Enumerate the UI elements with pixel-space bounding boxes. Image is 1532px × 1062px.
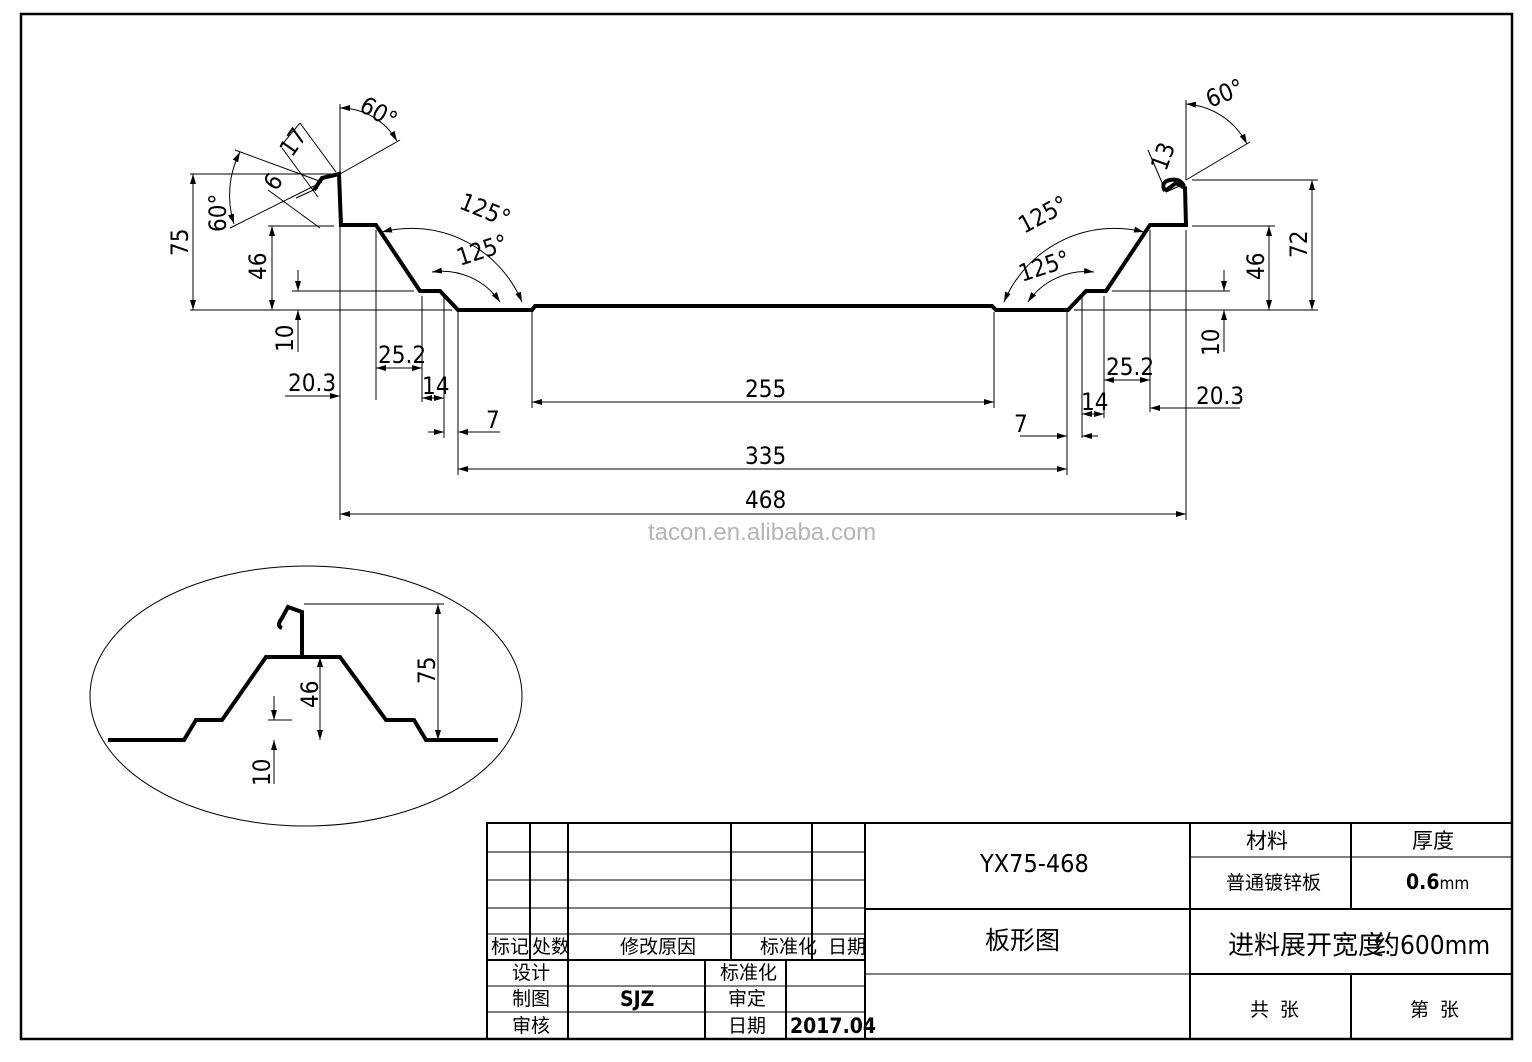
dim-total-width: 468 [745,486,786,514]
angle-side-left: 60° [204,194,232,232]
feed-width-value: 约600mm [1374,931,1490,961]
dim-step-right: 14 [1081,388,1108,416]
design-label: 设计 [512,962,550,984]
dim-left-height: 75 [166,229,194,256]
detail-view: 75 46 10 [89,565,523,827]
extension-lines [190,173,1318,520]
review-label: 审核 [512,1015,550,1037]
dim-slope-right: 25.2 [1106,353,1154,381]
dim-slope-left: 25.2 [378,341,426,369]
total-sheets: 共 张 [1250,999,1299,1021]
dim-step-left: 14 [422,372,449,400]
dim-step-height-left: 46 [244,253,272,280]
horizontal-dimensions [285,365,1240,517]
title-block: 标记 处数 修改原因 标准化 日期 设计 制图 SJZ 审核 标准化 审定 日期… [486,822,1513,1040]
header-reason: 修改原因 [620,936,696,958]
dim-rib-height-left: 10 [271,325,299,352]
dim-inner-width: 335 [745,442,786,470]
lip-right: 13 [1145,139,1181,174]
material-value: 普通镀锌板 [1226,872,1321,894]
drafting-label: 制图 [512,988,550,1010]
vertical-dimensions [190,174,1315,352]
feed-width-label: 进料展开宽度: [1228,931,1392,961]
header-standardization: 标准化 [760,936,817,958]
header-mark: 标记 [491,936,529,958]
thickness-label: 厚度 [1412,829,1454,853]
header-date: 日期 [828,936,866,958]
date-label: 日期 [728,1015,766,1037]
lip-small-left: 6 [258,168,289,195]
angle-top-left: 60° [355,91,402,134]
dim-small-left: 7 [486,406,500,434]
dim-step-height-right: 46 [1242,253,1270,280]
drawing-number: YX75-468 [979,849,1089,878]
approval-label: 审定 [728,988,766,1010]
detail-height: 75 [413,657,441,684]
dimension-labels: 468 335 255 20.3 25.2 14 7 20.3 25.2 14 … [166,73,1313,514]
angle-top-right: 60° [1202,73,1248,113]
angle-annotations [228,100,1251,303]
dim-bottom-flat: 255 [745,375,786,403]
sheet-number: 第 张 [1410,999,1459,1021]
angle-inner-right: 125° [1015,245,1073,288]
watermark: tacon.en.alibaba.com [648,519,876,546]
thickness-unit: mm [1439,874,1469,894]
thickness-number: 0.6 [1406,870,1439,894]
angle-outer-right: 125° [1014,190,1073,239]
lip-left: 17 [274,123,313,162]
detail-step-height: 46 [296,681,324,708]
dim-offset-left: 20.3 [288,369,336,397]
material-label: 材料 [1246,829,1288,853]
drawing-name: 板形图 [985,926,1060,955]
thickness-value: 0.6mm [1406,870,1469,894]
dim-small-right: 7 [1014,410,1028,438]
standardization-label: 标准化 [720,962,777,984]
drafting-value: SJZ [620,987,654,1011]
dim-offset-right: 20.3 [1196,382,1244,410]
header-count: 处数 [532,936,570,958]
angle-inner-left: 125° [453,229,511,272]
dim-rib-height-right: 10 [1197,329,1225,356]
angle-outer-left: 125° [456,188,515,233]
dim-right-height: 72 [1285,231,1313,258]
date-value: 2017.04 [790,1014,876,1038]
detail-rib-height: 10 [248,759,276,786]
